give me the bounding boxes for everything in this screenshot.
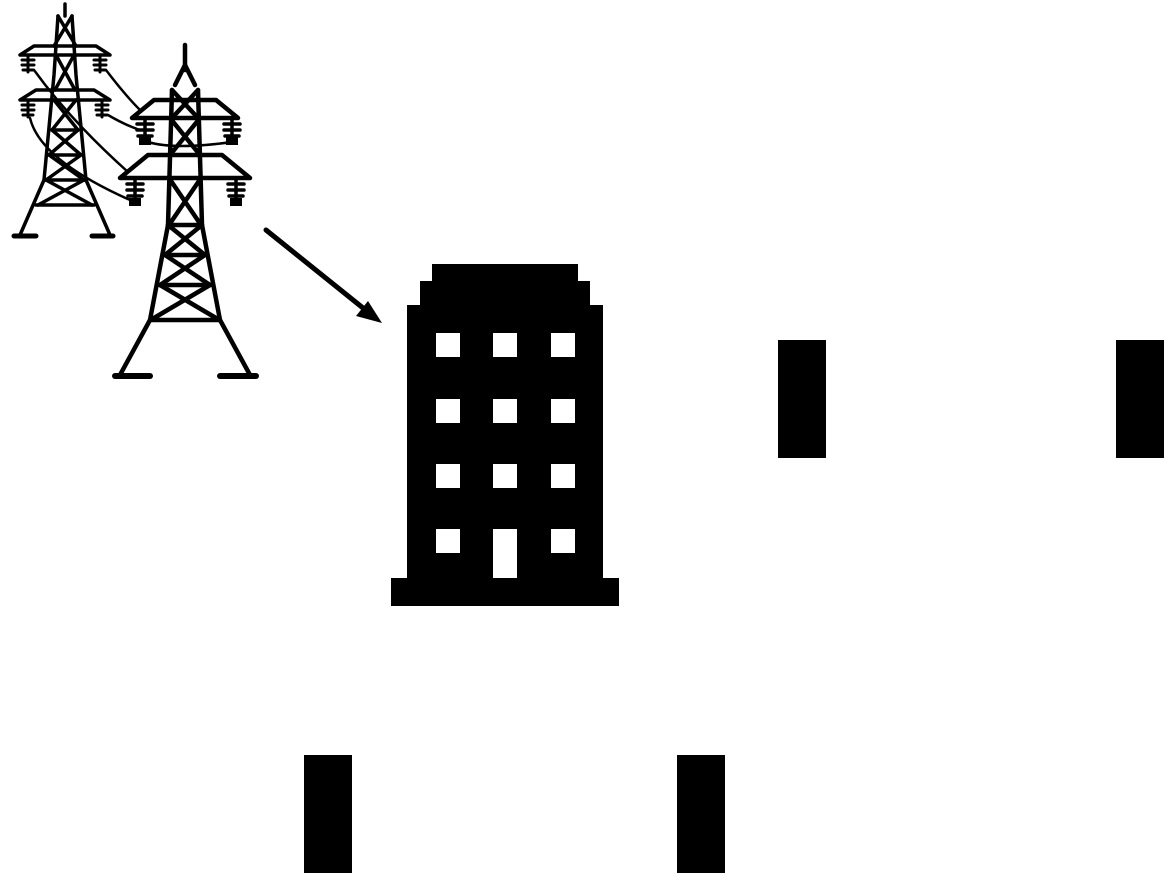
connection-arrow bbox=[266, 230, 382, 323]
block-icon bbox=[304, 755, 352, 873]
block-icon bbox=[677, 755, 725, 873]
front-tower bbox=[115, 45, 256, 376]
building-door bbox=[493, 529, 517, 578]
back-tower bbox=[14, 4, 140, 236]
block-icon bbox=[778, 340, 826, 458]
office-building-icon bbox=[391, 264, 619, 606]
block-icon bbox=[1116, 340, 1164, 458]
power-transmission-towers-icon bbox=[14, 4, 256, 376]
